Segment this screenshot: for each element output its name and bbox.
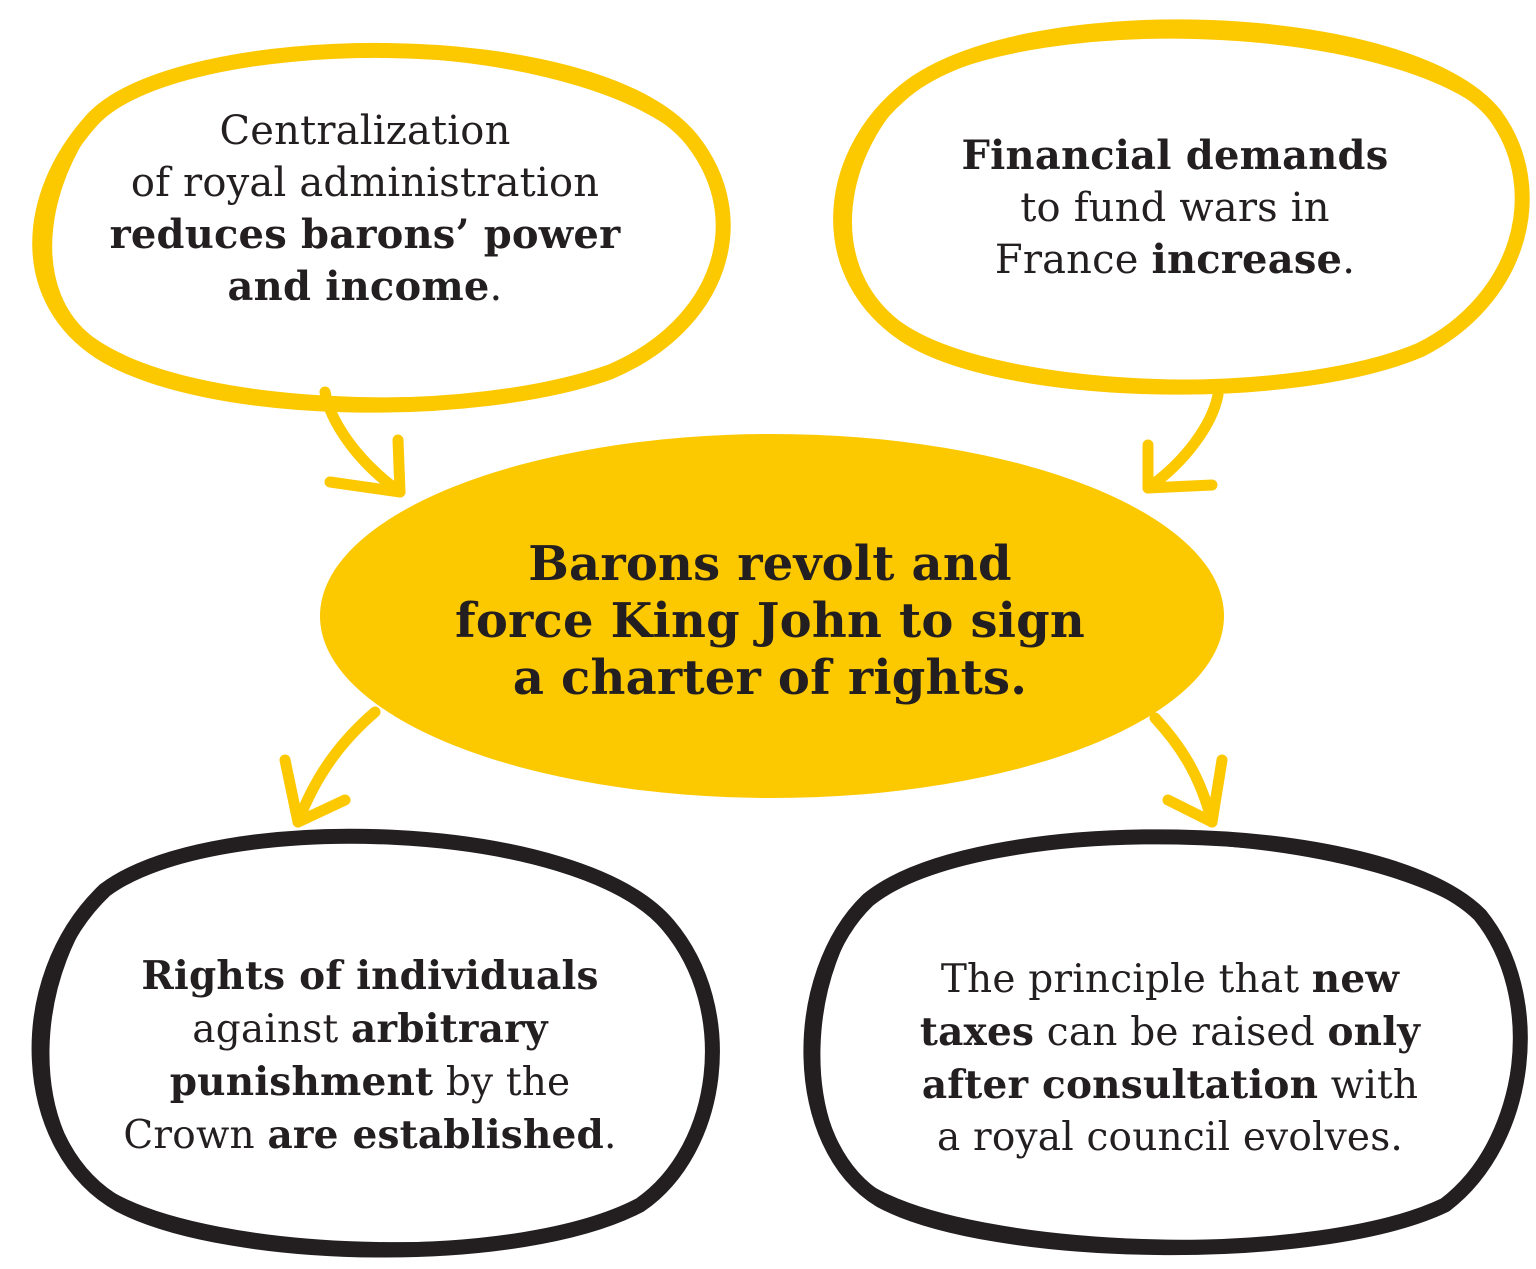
- cause-right-period: .: [1342, 237, 1356, 283]
- cause-right-bold-2: increase: [1151, 236, 1343, 283]
- cause-left-line-2: of royal administration: [130, 160, 600, 206]
- effect-left-line-3: punishment by the: [55, 1056, 685, 1109]
- effect-right-text: The principle that new taxes can be rais…: [850, 953, 1490, 1164]
- center-line-3: a charter of rights.: [512, 650, 1028, 706]
- effect-left-bold-4: are established: [267, 1112, 604, 1158]
- effect-right-line-4: a royal council evolves.: [936, 1115, 1404, 1160]
- effect-left-bold-1: Rights of individuals: [141, 953, 599, 999]
- effect-left-period: .: [604, 1113, 617, 1158]
- cause-right-outline: [833, 19, 1530, 395]
- effect-left-outline: [31, 828, 720, 1258]
- effect-left-line-1: Rights of individuals: [55, 950, 685, 1003]
- cause-right-line-2: to fund wars in: [1020, 185, 1330, 231]
- arrow-right-to-center: [1142, 389, 1224, 494]
- arrow-left-to-center: [319, 386, 406, 498]
- effect-right-bold-4: after consultation: [921, 1062, 1319, 1108]
- cause-left-bold-1: reduces barons’ power: [109, 211, 621, 258]
- effect-left-post-3: by the: [433, 1060, 571, 1105]
- effect-left-line-2: against arbitrary: [55, 1003, 685, 1056]
- center-line-1: Barons revolt and: [528, 536, 1012, 592]
- center-text: Barons revolt and force King John to sig…: [330, 536, 1210, 707]
- arrow-center-to-effect-left: [279, 706, 381, 828]
- effect-left-text: Rights of individuals against arbitrary …: [55, 950, 685, 1162]
- arrow-center-to-effect-right: [1149, 712, 1228, 828]
- cause-left-outline: [32, 42, 731, 413]
- effect-left-line-4: Crown are established.: [55, 1109, 685, 1162]
- cause-left-line-3: reduces barons’ power: [60, 209, 670, 261]
- cause-left-line-1: Centralization: [219, 108, 511, 154]
- cause-left-bold-2: and income: [227, 263, 490, 310]
- cause-right-line-1: Financial demands: [870, 130, 1480, 182]
- cause-left-period: .: [489, 264, 503, 310]
- effect-left-bold-3: punishment: [169, 1059, 434, 1105]
- cause-right-text: Financial demands to fund wars in France…: [870, 130, 1480, 286]
- cause-right-line-3: France increase.: [870, 234, 1480, 286]
- effect-right-pre-1: The principle that: [940, 957, 1312, 1002]
- effect-right-mid-2: can be raised: [1034, 1010, 1328, 1055]
- effect-right-line-3: after consultation with: [850, 1059, 1490, 1112]
- effect-left-pre-4: Crown: [123, 1113, 268, 1158]
- cause-right-pre: France: [994, 237, 1152, 283]
- center-ellipse: [320, 434, 1224, 798]
- effect-right-bold-3: only: [1327, 1009, 1421, 1055]
- center-line-2: force King John to sign: [454, 593, 1085, 649]
- effect-left-bold-2: arbitrary: [351, 1006, 548, 1052]
- effect-right-bold-2: taxes: [919, 1009, 1035, 1055]
- cause-left-text: Centralization of royal administration r…: [60, 105, 670, 313]
- cause-right-bold-1: Financial demands: [961, 132, 1389, 179]
- effect-right-line-2: taxes can be raised only: [850, 1006, 1490, 1059]
- effect-right-bold-1: new: [1311, 956, 1400, 1002]
- effect-right-line-1: The principle that new: [850, 953, 1490, 1006]
- cause-left-line-4: and income.: [60, 261, 670, 313]
- effect-left-pre-2: against: [192, 1007, 351, 1052]
- effect-right-post-3: with: [1318, 1063, 1419, 1108]
- effect-right-outline: [803, 829, 1528, 1256]
